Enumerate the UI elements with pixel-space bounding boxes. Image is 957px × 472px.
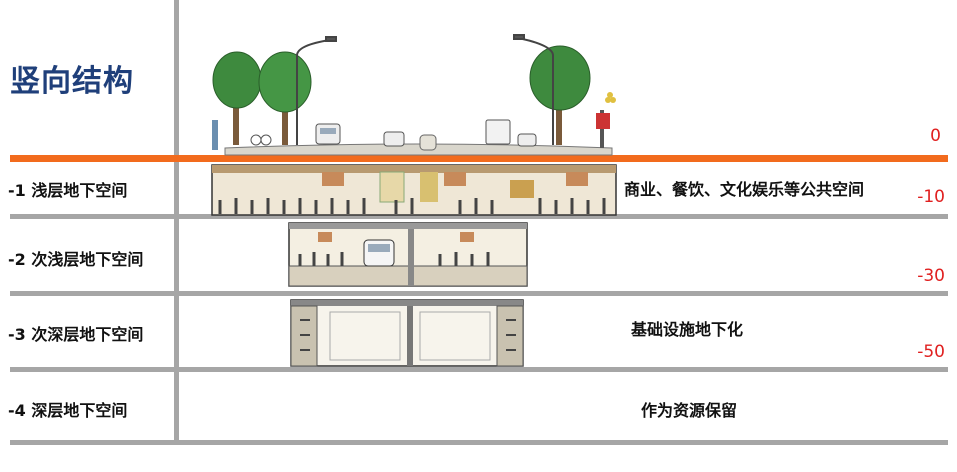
vehicle-icon — [315, 123, 341, 145]
street-lamp-icon — [296, 36, 337, 145]
street-lamp-icon — [513, 34, 554, 145]
layer-divider-1 — [10, 214, 948, 219]
vehicle-icon — [383, 131, 405, 147]
layer-divider-3 — [10, 367, 948, 372]
tree-icon — [258, 51, 312, 145]
street-scene — [212, 34, 616, 156]
vehicle-icon — [485, 119, 511, 145]
depth-mark-10: -10 — [917, 187, 945, 207]
sub-deep-underground-section — [290, 299, 524, 367]
tree-icon — [529, 45, 591, 145]
layer-label-1: -1 浅层地下空间 — [8, 181, 128, 200]
layer-label-2: -2 次浅层地下空间 — [8, 250, 144, 269]
usage-reserved: 作为资源保留 — [641, 401, 738, 420]
layer-label-3: -3 次深层地下空间 — [8, 325, 144, 344]
metro-train-icon — [363, 239, 395, 267]
layer-label-4: -4 深层地下空间 — [8, 401, 128, 420]
tree-icon — [212, 51, 262, 145]
layer-divider-4 — [10, 440, 948, 445]
depth-mark-30: -30 — [917, 266, 945, 286]
depth-mark-0: 0 — [930, 126, 941, 146]
sign-icon — [596, 92, 616, 148]
shallow-underground-section — [211, 164, 617, 216]
page-title: 竖向结构 — [10, 64, 134, 99]
vertical-divider — [174, 0, 179, 440]
vehicle-icon — [517, 133, 537, 147]
sub-shallow-underground-section — [288, 222, 528, 287]
usage-infrastructure: 基础设施地下化 — [631, 320, 744, 339]
layer-divider-2 — [10, 291, 948, 296]
usage-public-space: 商业、餐饮、文化娱乐等公共空间 — [624, 180, 865, 199]
depth-mark-50: -50 — [917, 342, 945, 362]
ground-level-line — [10, 155, 948, 162]
